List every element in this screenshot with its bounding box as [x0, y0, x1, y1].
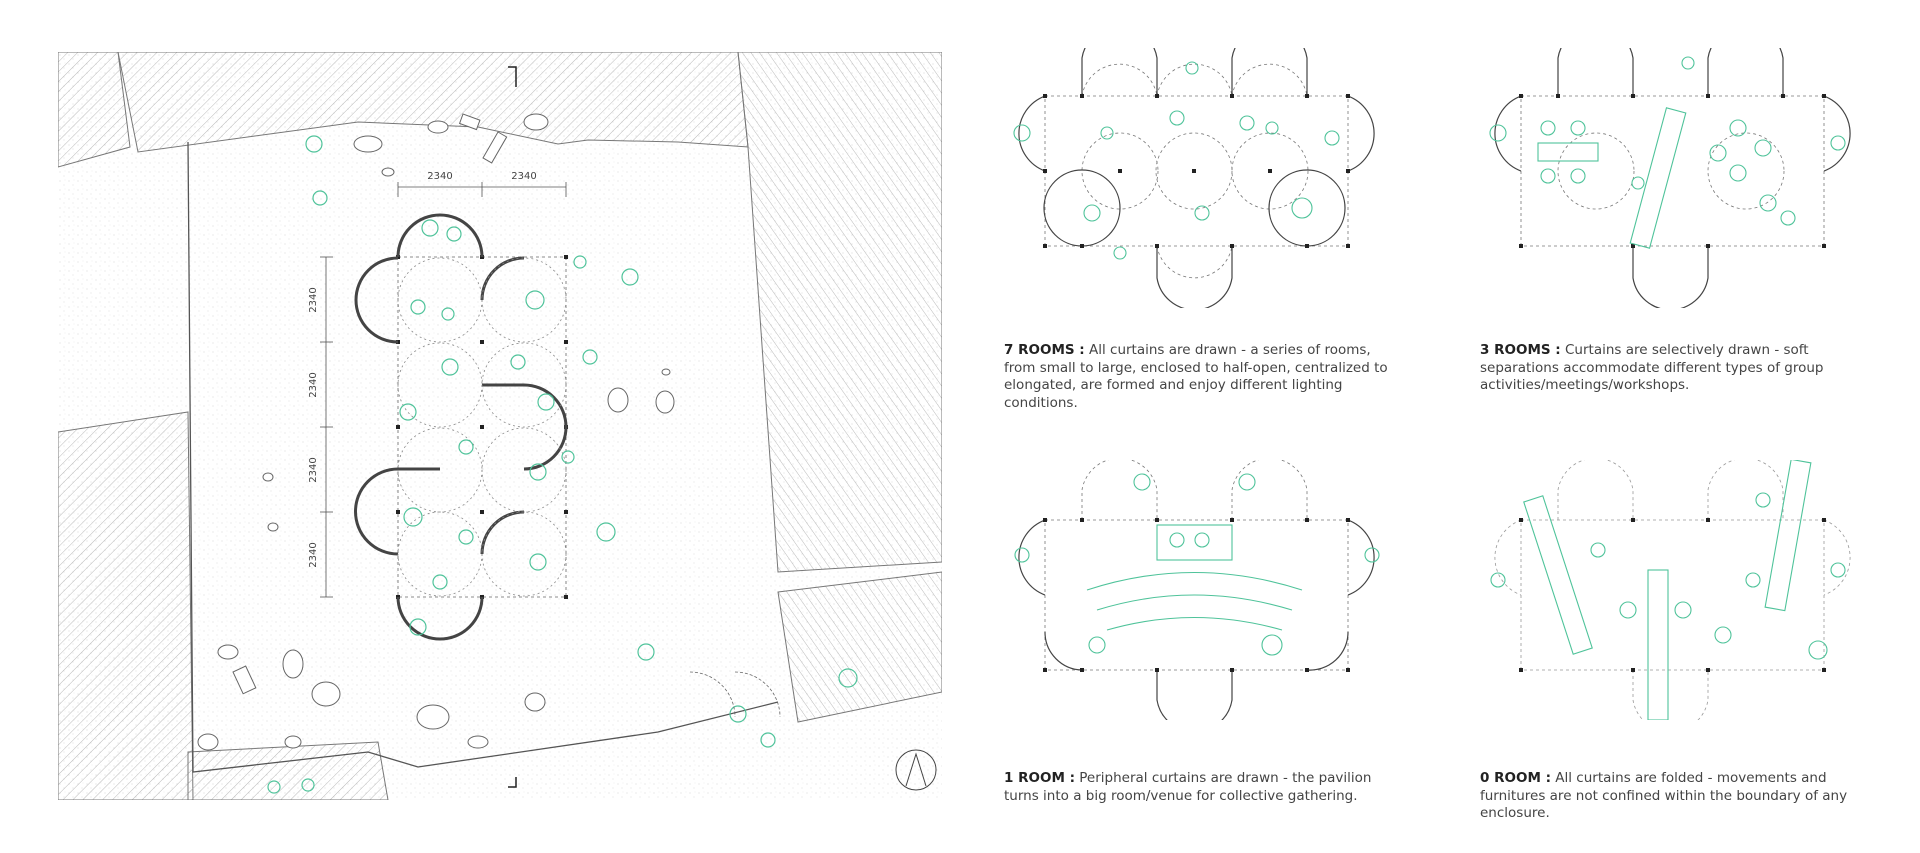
- courtyard-outline: [187, 141, 779, 773]
- dim-v-4: 2340: [308, 542, 319, 567]
- caption-text: All curtains are folded - movements and …: [1480, 770, 1848, 821]
- caption-title: 7 ROOMS :: [1004, 342, 1085, 358]
- caption-1-room: 1 ROOM : Peripheral curtains are drawn -…: [1004, 770, 1389, 805]
- section-marks: [508, 66, 517, 788]
- dim-v-1: 2340: [308, 287, 319, 312]
- north-arrow-icon: [895, 749, 937, 791]
- human-figures: [267, 135, 858, 794]
- door-swings: [689, 671, 781, 718]
- dim-v-2: 2340: [308, 372, 319, 397]
- dim-h-2: 2340: [511, 171, 536, 182]
- caption-7-rooms: 7 ROOMS : All curtains are drawn - a ser…: [1004, 342, 1389, 412]
- curtains: [354, 213, 568, 641]
- diagram-7-rooms: [1013, 48, 1375, 308]
- dim-h-1: 2340: [427, 171, 452, 182]
- dimension-lines: [320, 182, 567, 598]
- caption-title: 0 ROOM :: [1480, 770, 1551, 786]
- diagram-0-room: [1490, 460, 1851, 720]
- site-plan-drawing: 2340 2340 2340 2340 2340 2340: [58, 52, 942, 800]
- caption-0-room: 0 ROOM : All curtains are folded - movem…: [1480, 770, 1865, 823]
- caption-title: 1 ROOM :: [1004, 770, 1075, 786]
- diagram-1-room: [1014, 460, 1380, 720]
- caption-text: All curtains are drawn - a series of roo…: [1004, 342, 1388, 411]
- caption-title: 3 ROOMS :: [1480, 342, 1561, 358]
- surrounding-buildings: [58, 52, 942, 800]
- caption-text: Peripheral curtains are drawn - the pavi…: [1004, 770, 1372, 804]
- dim-v-3: 2340: [308, 457, 319, 482]
- caption-text: Curtains are selectively drawn - soft se…: [1480, 342, 1824, 393]
- caption-3-rooms: 3 ROOMS : Curtains are selectively drawn…: [1480, 342, 1865, 395]
- rocks: [197, 113, 675, 751]
- diagram-3-rooms: [1489, 48, 1851, 308]
